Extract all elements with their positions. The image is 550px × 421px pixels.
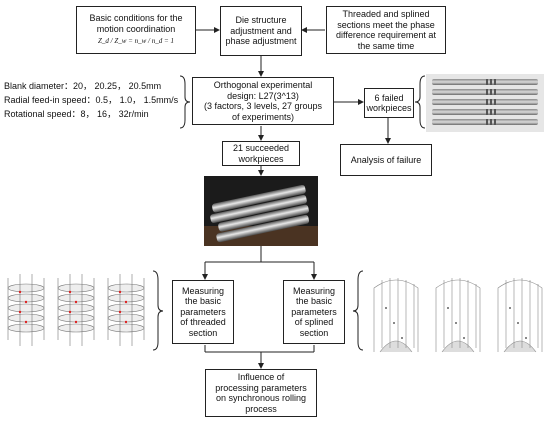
threaded-splined-line-2: sections meet the phase <box>337 19 435 30</box>
orthogonal-line-2: design: L27(3^13) <box>227 90 299 101</box>
measure-threaded-line-3: parameters <box>180 306 226 317</box>
orthogonal-line-4: of experiments) <box>231 111 295 122</box>
failed-line-2: workpieces <box>366 103 412 113</box>
factor-feed-speed: Radial feed-in speed：0.5， 1.0， 1.5mm/s <box>4 95 179 105</box>
threaded-section-drawings <box>2 270 152 352</box>
measure-threaded-line-4: of threaded <box>180 317 226 328</box>
die-line-3: phase adjustment <box>225 36 297 47</box>
orthogonal-line-1: Orthogonal experimental <box>213 80 313 90</box>
threaded-splined-line-1: Threaded and splined <box>342 9 430 19</box>
splined-section-drawings <box>366 268 548 358</box>
box-threaded-splined: Threaded and splined sections meet the p… <box>326 6 446 54</box>
measure-splined-line-5: section <box>299 327 329 338</box>
box-influence: Influence of processing parameters on sy… <box>205 369 317 417</box>
box-succeeded-workpieces: 21 succeeded workpieces <box>222 141 300 166</box>
die-line-1: Die structure <box>235 15 287 26</box>
measure-threaded-line-2: the basic <box>184 296 222 307</box>
box-measuring-splined: Measuring the basic parameters of spline… <box>283 280 345 344</box>
threaded-splined-line-3: difference requirement at <box>336 30 436 40</box>
basic-conditions-line-2: motion coordination <box>96 23 176 34</box>
failed-workpieces-photo <box>426 74 544 132</box>
factor-rotational-speed: Rotational speed：8， 16， 32r/min <box>4 109 149 119</box>
measure-threaded-line-5: section <box>188 327 218 338</box>
measure-threaded-line-1: Measuring <box>181 285 225 296</box>
measure-splined-line-4: of splined <box>294 317 334 328</box>
basic-conditions-line-1: Basic conditions for the <box>89 13 183 24</box>
influence-line-2: processing parameters <box>215 382 307 393</box>
box-failed-workpieces: 6 failed workpieces <box>364 88 414 118</box>
influence-line-4: process <box>245 403 277 414</box>
factor-blank-diameter: Blank diameter：20， 20.25， 20.5mm <box>4 81 162 91</box>
succeeded-workpieces-photo <box>204 176 318 246</box>
box-measuring-threaded: Measuring the basic parameters of thread… <box>172 280 234 344</box>
die-line-2: adjustment and <box>230 25 292 36</box>
influence-line-3: on synchronous rolling <box>215 393 307 403</box>
influence-line-1: Influence of <box>237 372 285 382</box>
box-basic-conditions: Basic conditions for the motion coordina… <box>76 6 196 54</box>
coordination-formula: Z_d / Z_w = n_w / n_d = 1 <box>98 37 174 46</box>
measure-splined-line-3: parameters <box>291 306 337 317</box>
measure-splined-line-1: Measuring <box>292 285 336 296</box>
orthogonal-line-3: (3 factors, 3 levels, 27 groups <box>203 101 323 111</box>
box-analysis-of-failure: Analysis of failure <box>340 144 432 176</box>
failed-line-1: 6 failed <box>374 92 404 103</box>
measure-splined-line-2: the basic <box>295 296 333 307</box>
succeeded-line-2: workpieces <box>238 153 284 164</box>
box-die-structure: Die structure adjustment and phase adjus… <box>220 6 302 56</box>
succeeded-line-1: 21 succeeded <box>232 143 290 153</box>
threaded-splined-line-4: the same time <box>357 40 415 51</box>
analysis-line-1: Analysis of failure <box>350 154 422 165</box>
box-orthogonal-design: Orthogonal experimental design: L27(3^13… <box>192 77 334 125</box>
